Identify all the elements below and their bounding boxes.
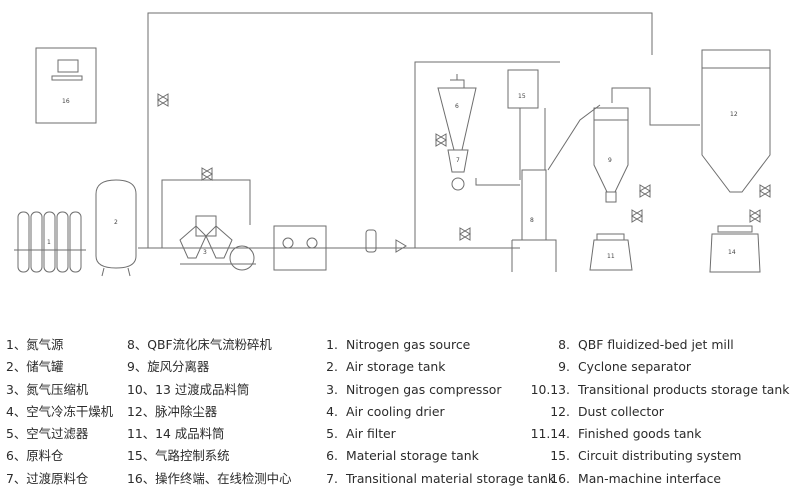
tag-7: 7 [456, 157, 460, 164]
legend-en-number: 10.13. [530, 381, 570, 397]
cyclone-9: 9 [593, 107, 629, 203]
pipe-compressor-loop [161, 179, 251, 248]
transition-hopper-7: 7 [447, 149, 469, 191]
legend-cn-item: 4、空气冷冻干燥机 [6, 403, 114, 419]
legend-english-column-2: 8. QBF fluidized-bed jet mill 9. Cyclone s… [528, 334, 790, 490]
air-filter-5 [365, 229, 377, 253]
pipe-feed-to-mill [475, 178, 520, 186]
air-cooling-drier-4 [273, 225, 327, 271]
legend-en-item: 10.13. Transitional products storage tank [528, 379, 790, 401]
legend-en-text: Cyclone separator [578, 359, 691, 375]
jet-mill-8: 8 [511, 169, 557, 272]
legend-en-text: Air filter [346, 426, 396, 442]
legend-en-number: 2. [326, 359, 338, 375]
legend-en-number: 1. [326, 337, 338, 352]
legend-en-number: 3. [326, 381, 338, 397]
legend-en-item: 1. Nitrogen gas source [322, 334, 555, 356]
compressor-3: 3 [179, 215, 256, 271]
legend-cn-item: 10、13 过渡成品料筒 [127, 381, 250, 397]
legend-cn-item: 16、操作终端、在线检测中心 [127, 470, 292, 486]
valves [157, 93, 771, 253]
storage-tank-2: 2 [95, 179, 137, 277]
legend-en-item: 12. Dust collector [528, 401, 789, 423]
legend-en-item: 16. Man-machine interface [528, 468, 789, 490]
legend-cn-item: 5、空气过滤器 [6, 426, 89, 442]
pipe-mill-to-cyclone [547, 104, 601, 171]
process-flow-diagram: 16 1 2 3 [14, 12, 771, 277]
legend-en-item: 3. Nitrogen gas compressor [322, 379, 555, 401]
legend-en-number: 7. [326, 470, 338, 486]
legend-en-text: Circuit distributing system [578, 448, 742, 464]
legend-chinese-column-1: 1、氮气源 2、储气罐 3、氮气压缩机 4、空气冷冻干燥机 5、空气过滤器 6、… [6, 334, 113, 490]
tag-14: 14 [728, 249, 736, 256]
legend-cn-item: 8、QBF流化床气流粉碎机 [127, 337, 272, 352]
legend-cn-item: 12、脉冲除尘器 [127, 403, 218, 419]
legend-en-text: Air storage tank [346, 359, 446, 375]
tag-16: 16 [62, 98, 70, 105]
tag-12: 12 [730, 111, 738, 118]
legend-en-item: 8. QBF fluidized-bed jet mill [528, 334, 789, 356]
legend-en-number: 4. [326, 403, 338, 419]
legend-en-item: 9. Cyclone separator [528, 356, 789, 378]
legend-en-item: 6. Material storage tank [322, 445, 555, 467]
legend-cn-item: 15、气路控制系统 [127, 448, 230, 464]
legend-en-number: 15. [550, 448, 570, 464]
legend-chinese-column-2: 8、QBF流化床气流粉碎机 9、旋风分离器 10、13 过渡成品料筒 12、脉冲… [127, 334, 291, 490]
legend-en-text: Air cooling drier [346, 403, 445, 419]
legend-en-text: Dust collector [578, 403, 664, 419]
control-cabinet-16: 16 [35, 47, 97, 124]
dust-collector-12: 12 [701, 49, 771, 193]
legend-en-number: 5. [326, 426, 338, 442]
legend-en-text: Nitrogen gas source [346, 337, 471, 352]
tag-8: 8 [530, 217, 534, 224]
tag-11: 11 [607, 253, 615, 260]
legend-cn-item: 3、氮气压缩机 [6, 381, 89, 397]
legend-en-number: 12. [550, 403, 570, 419]
legend-en-number: 8. [558, 337, 570, 352]
finished-tank-11: 11 [589, 233, 633, 271]
legend-en-item: 5. Air filter [322, 423, 555, 445]
legend-en-item: 11.14. Finished goods tank [528, 423, 789, 445]
legend-cn-item: 11、14 成品料筒 [127, 426, 225, 442]
legend-en-number: 9. [558, 359, 570, 375]
pipe-top-main [147, 12, 653, 248]
tag-1: 1 [47, 239, 51, 246]
tag-6: 6 [455, 103, 459, 110]
legend-en-text: Transitional material storage tank [346, 470, 556, 486]
tag-15: 15 [518, 93, 526, 100]
tag-9: 9 [608, 157, 612, 164]
legend-en-item: 4. Air cooling drier [322, 401, 555, 423]
legend-en-text: Material storage tank [346, 448, 479, 464]
nitrogen-cylinders-1: 1 [14, 211, 86, 273]
legend-en-item: 15. Circuit distributing system [528, 445, 789, 467]
legend-en-text: Nitrogen gas compressor [346, 381, 502, 397]
legend-english-column-1: 1. Nitrogen gas source 2. Air storage tank… [322, 334, 555, 490]
legend-cn-item: 2、储气罐 [6, 359, 64, 375]
legend-cn-item: 9、旋风分离器 [127, 359, 210, 375]
legend-en-item: 7. Transitional material storage tank [322, 468, 555, 490]
legend-en-item: 2. Air storage tank [322, 356, 555, 378]
tag-2: 2 [114, 219, 118, 226]
pipe-cyclone-to-collector [611, 87, 700, 126]
legend-en-text: Man-machine interface [578, 470, 722, 486]
legend-en-text: QBF fluidized-bed jet mill [578, 337, 734, 352]
legend-cn-item: 7、过渡原料仓 [6, 470, 89, 486]
legend-cn-item: 1、氮气源 [6, 337, 64, 352]
legend-en-number: 16. [550, 470, 570, 486]
legend-en-text: Transitional products storage tank [578, 381, 790, 397]
legend-en-number: 6. [326, 448, 338, 464]
pipe-left-riser [414, 61, 560, 248]
legend-en-text: Finished goods tank [578, 426, 702, 442]
finished-tank-14: 14 [709, 225, 761, 273]
legend-en-number: 11.14. [530, 426, 570, 442]
tag-3: 3 [203, 249, 207, 256]
legend-cn-item: 6、原料仓 [6, 448, 64, 464]
gas-controller-15: 15 [507, 69, 539, 109]
